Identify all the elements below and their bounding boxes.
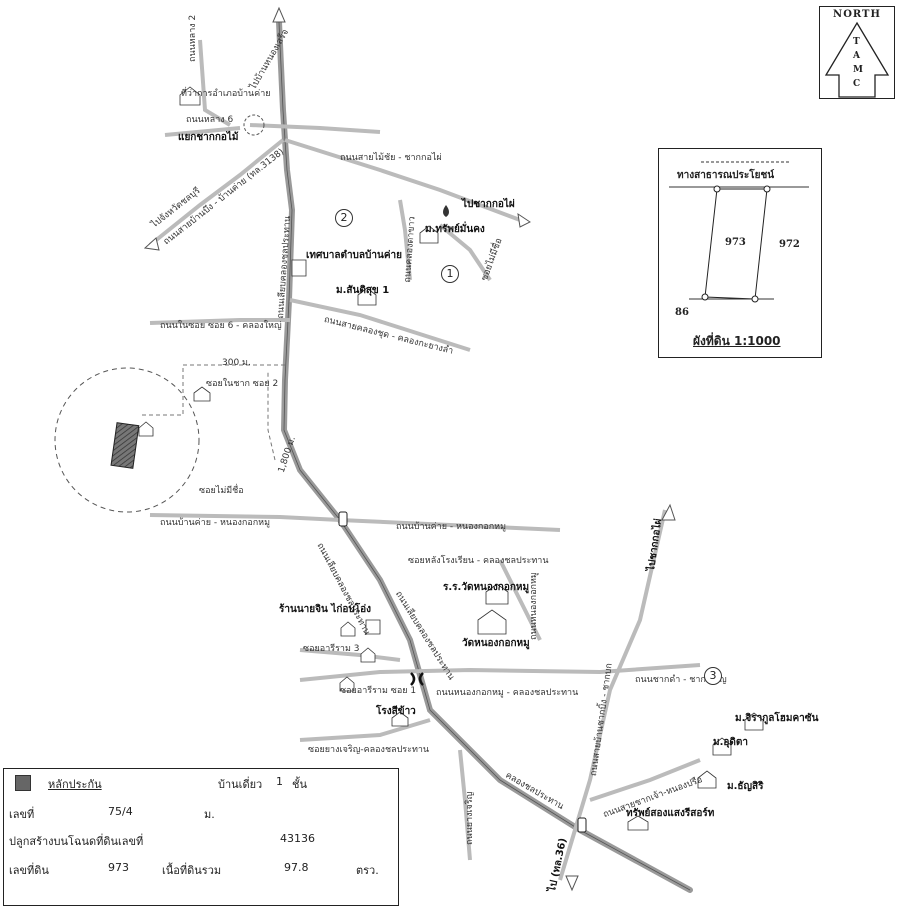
inset-caption: ผังที่ดิน 1:1000 xyxy=(693,334,781,348)
traffic-light-1 xyxy=(338,511,348,527)
road-sai-chom xyxy=(589,758,701,802)
label-shop: ร้านนายจิน ไก่อบโอ่ง xyxy=(279,604,372,615)
label-road-nai-sai-sok6: ถนนในซอย ซอย 6 - คลองใหญ่ xyxy=(160,321,282,331)
label-road-nong-yang: ถนนยางเจริญ xyxy=(465,791,475,845)
label-soi-nai-krok: ซอยในชาก ซอย 2 xyxy=(206,379,279,389)
legend-area-label: เนื้อที่ดินรวม xyxy=(162,864,222,877)
road-nai-khlong xyxy=(398,199,412,281)
legend-moo-label: ม. xyxy=(204,808,215,821)
label-moo-onu: ม.อุดิตา xyxy=(713,737,748,748)
label-road-nong-krok: ถนนหนองกอกหมู xyxy=(529,572,539,640)
road-sai-ban-chang xyxy=(558,509,667,881)
legend-floors-unit: ชั้น xyxy=(292,778,307,791)
label-moo-sapsombun: ม.ทรัพย์มั่นคง xyxy=(425,224,485,235)
legend-deed-no: 43136 xyxy=(280,832,315,845)
parcel-inset: ทางสาธารณประโยชน์ 973 972 86 ผังที่ดิน 1… xyxy=(658,148,822,358)
road-wat xyxy=(498,559,542,641)
label-road-sai-kai: ถนนสายไม้ชัย - ชากกอไผ่ xyxy=(340,153,442,163)
marker-3: 3 xyxy=(704,667,722,685)
legend-house-no-label: เลขที่ xyxy=(9,808,35,821)
north-letter-c: C xyxy=(853,79,861,89)
label-road-ban-khai-nong-2: ถนนบ้านค่าย - หนองกอกหมู xyxy=(396,522,507,532)
north-title: NORTH xyxy=(833,9,881,20)
collateral-parcel xyxy=(110,422,140,469)
label-resort: ทรัพย์สองแสงรีสอร์ท xyxy=(626,808,715,819)
label-municipality: เทศบาลตำบลบ้านค่าย xyxy=(306,250,402,261)
road-soi-yang xyxy=(299,718,431,742)
marker-2: 2 xyxy=(335,209,353,227)
marker-1: 1 xyxy=(441,265,459,283)
road-sai-kai xyxy=(284,138,521,222)
label-road-soi6: ถนนหลาง 6 xyxy=(186,115,234,125)
road-left-soi xyxy=(164,126,241,137)
label-road-ban-khai-nong: ถนนบ้านค่าย - หนองกอกหมู xyxy=(160,518,271,528)
legend-floors: 1 xyxy=(276,775,283,788)
label-to-chak-krok-phai: ไปชากกอไผ่ xyxy=(462,199,515,210)
north-arrow-box: NORTH T A M C xyxy=(819,6,895,99)
north-letter-a: A xyxy=(853,51,860,61)
label-mini-office: ที่ว่าการอำเภอบ้านค่าย xyxy=(181,89,271,99)
legend-box: หลักประกัน บ้านเดี่ยว 1 ชั้น เลขที่ 75/4… xyxy=(3,768,399,906)
road-nai-sai xyxy=(149,318,290,325)
legend-parcel-no: 973 xyxy=(108,861,129,874)
label-road-nong-krok-khlong: ถนนหนองกอกหมู - คลองชลประทาน xyxy=(436,688,579,698)
label-moo-thanyasiri: ม.ธัญสิริ xyxy=(727,781,764,792)
label-soi-lang-rongrian: ซอยหลังโรงเรียน - คลองชลประทาน xyxy=(408,556,549,566)
label-school: ร.ร.วัดหนองกอกหมู xyxy=(443,582,530,593)
legend-area: 97.8 xyxy=(284,861,309,874)
bridge-icon xyxy=(410,672,424,686)
road-soi-1 xyxy=(438,223,492,282)
legend-area-unit: ตรว. xyxy=(356,864,379,877)
collateral-circle xyxy=(54,367,200,513)
road-nong-yang xyxy=(458,749,472,861)
label-soi-yang-charoen: ซอยยางเจริญ-คลองชลประทาน xyxy=(308,745,430,755)
label-wat: วัดหนองกอกหมู xyxy=(462,638,530,649)
legend-deed-label: ปลูกสร้างบนโฉนดที่ดินเลขที่ xyxy=(9,835,144,848)
legend-house-type: บ้านเดี่ยว xyxy=(218,778,263,791)
route-dashed xyxy=(140,364,285,416)
label-moo-jirakom: ม.จิรากูลโฮมคาซัน xyxy=(735,713,819,724)
north-letter-t: T xyxy=(853,37,860,47)
label-road-top-left: ถนนหลาง 2 xyxy=(188,14,198,62)
road-soi6 xyxy=(249,123,381,134)
parcel-plan xyxy=(669,161,809,303)
road-top-left xyxy=(198,39,232,127)
label-junction: แยกชากกอไม้ xyxy=(178,132,239,143)
road-nong-krok xyxy=(299,663,701,682)
north-arrow-icon xyxy=(824,21,890,98)
label-moo-santisuk: ม.สันติสุข 1 xyxy=(336,285,390,296)
label-dist-300: 300 ม. xyxy=(222,358,251,368)
legend-house-no: 75/4 xyxy=(108,805,133,818)
label-road-chak-dom: ถนนชากดำ - ชากเจริญ xyxy=(635,675,727,685)
legend-parcel-label: เลขที่ดิน xyxy=(9,864,49,877)
label-soi-ramphu-2: ซอยอารีราม ซอย 1 xyxy=(340,686,417,696)
inset-parcel-973: 973 xyxy=(725,237,746,248)
label-soi-no-name: ซอยไม่มีชื่อ xyxy=(199,486,244,496)
inset-parcel-86: 86 xyxy=(675,307,689,318)
label-soi-ramphu: ซอยอารีราม 3 xyxy=(303,644,360,654)
road-ramphu xyxy=(299,648,401,662)
inset-parcel-972: 972 xyxy=(779,239,800,250)
road-klong-choot xyxy=(289,298,471,352)
road-3138 xyxy=(148,138,285,247)
label-rice-mill: โรงสีข้าว xyxy=(376,706,416,717)
gas-station-icon xyxy=(443,205,449,217)
inset-road-label: ทางสาธารณประโยชน์ xyxy=(677,170,775,181)
legend-swatch-label: หลักประกัน xyxy=(48,778,102,791)
north-letter-m: M xyxy=(853,65,863,75)
traffic-light-2 xyxy=(577,817,587,833)
legend-swatch xyxy=(15,775,31,791)
house-icons xyxy=(138,86,764,831)
